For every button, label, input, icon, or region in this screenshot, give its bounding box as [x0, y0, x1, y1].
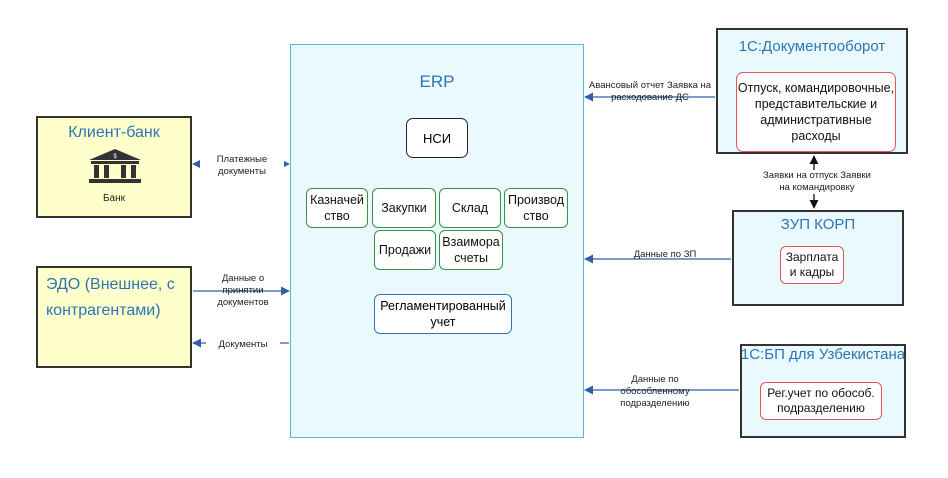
- zup-payroll-module: Зарплата и кадры: [780, 246, 844, 284]
- client-bank-subtitle: Банк: [102, 193, 126, 204]
- bp-title: 1С:БП для Узбекистана: [740, 346, 906, 363]
- docflow-expenses-module: Отпуск, командировочные, представительск…: [736, 72, 896, 152]
- label-edo-in: Данные о принятии документов: [217, 273, 269, 308]
- edo-box: [36, 266, 192, 368]
- label-payment-docs: Платежные документы: [200, 154, 284, 178]
- module-sales: Продажи: [374, 230, 436, 270]
- bank-building-icon: $: [89, 149, 141, 183]
- regulated-accounting-module: Регламентированный учет: [374, 294, 512, 334]
- client-bank-title: Клиент-банк: [68, 124, 160, 141]
- module-warehouse: Склад: [439, 188, 501, 228]
- client-bank-box: [36, 116, 192, 218]
- label-bp-to-erp: Данные по обособленному подразделению: [620, 374, 690, 409]
- module-purchases: Закупки: [372, 188, 436, 228]
- nsi-module: НСИ: [406, 118, 468, 158]
- module-treasury: Казначей ство: [306, 188, 368, 228]
- label-docflow-to-erp: Авансовый отчет Заявка на расходование Д…: [588, 80, 712, 103]
- edo-title: ЭДО (Внешнее, с контрагентами): [46, 276, 175, 319]
- module-production: Производ ство: [504, 188, 568, 228]
- module-settlements: Взаимора счеты: [439, 230, 503, 270]
- erp-title: ERP: [419, 72, 455, 91]
- label-zup-to-erp: Данные по ЗП: [633, 249, 697, 260]
- zup-title: ЗУП КОРП: [780, 216, 856, 233]
- erp-system-box: [290, 44, 584, 438]
- bp-branch-accounting-module: Рег.учет по обособ. подразделению: [760, 382, 882, 420]
- label-zup-docflow: Заявки на отпуск Заявки на командировку: [758, 170, 876, 194]
- bank-icon-glyph: $: [113, 154, 117, 160]
- docflow-title: 1С:Документооборот: [738, 38, 886, 55]
- label-edo-out: Документы: [206, 339, 280, 351]
